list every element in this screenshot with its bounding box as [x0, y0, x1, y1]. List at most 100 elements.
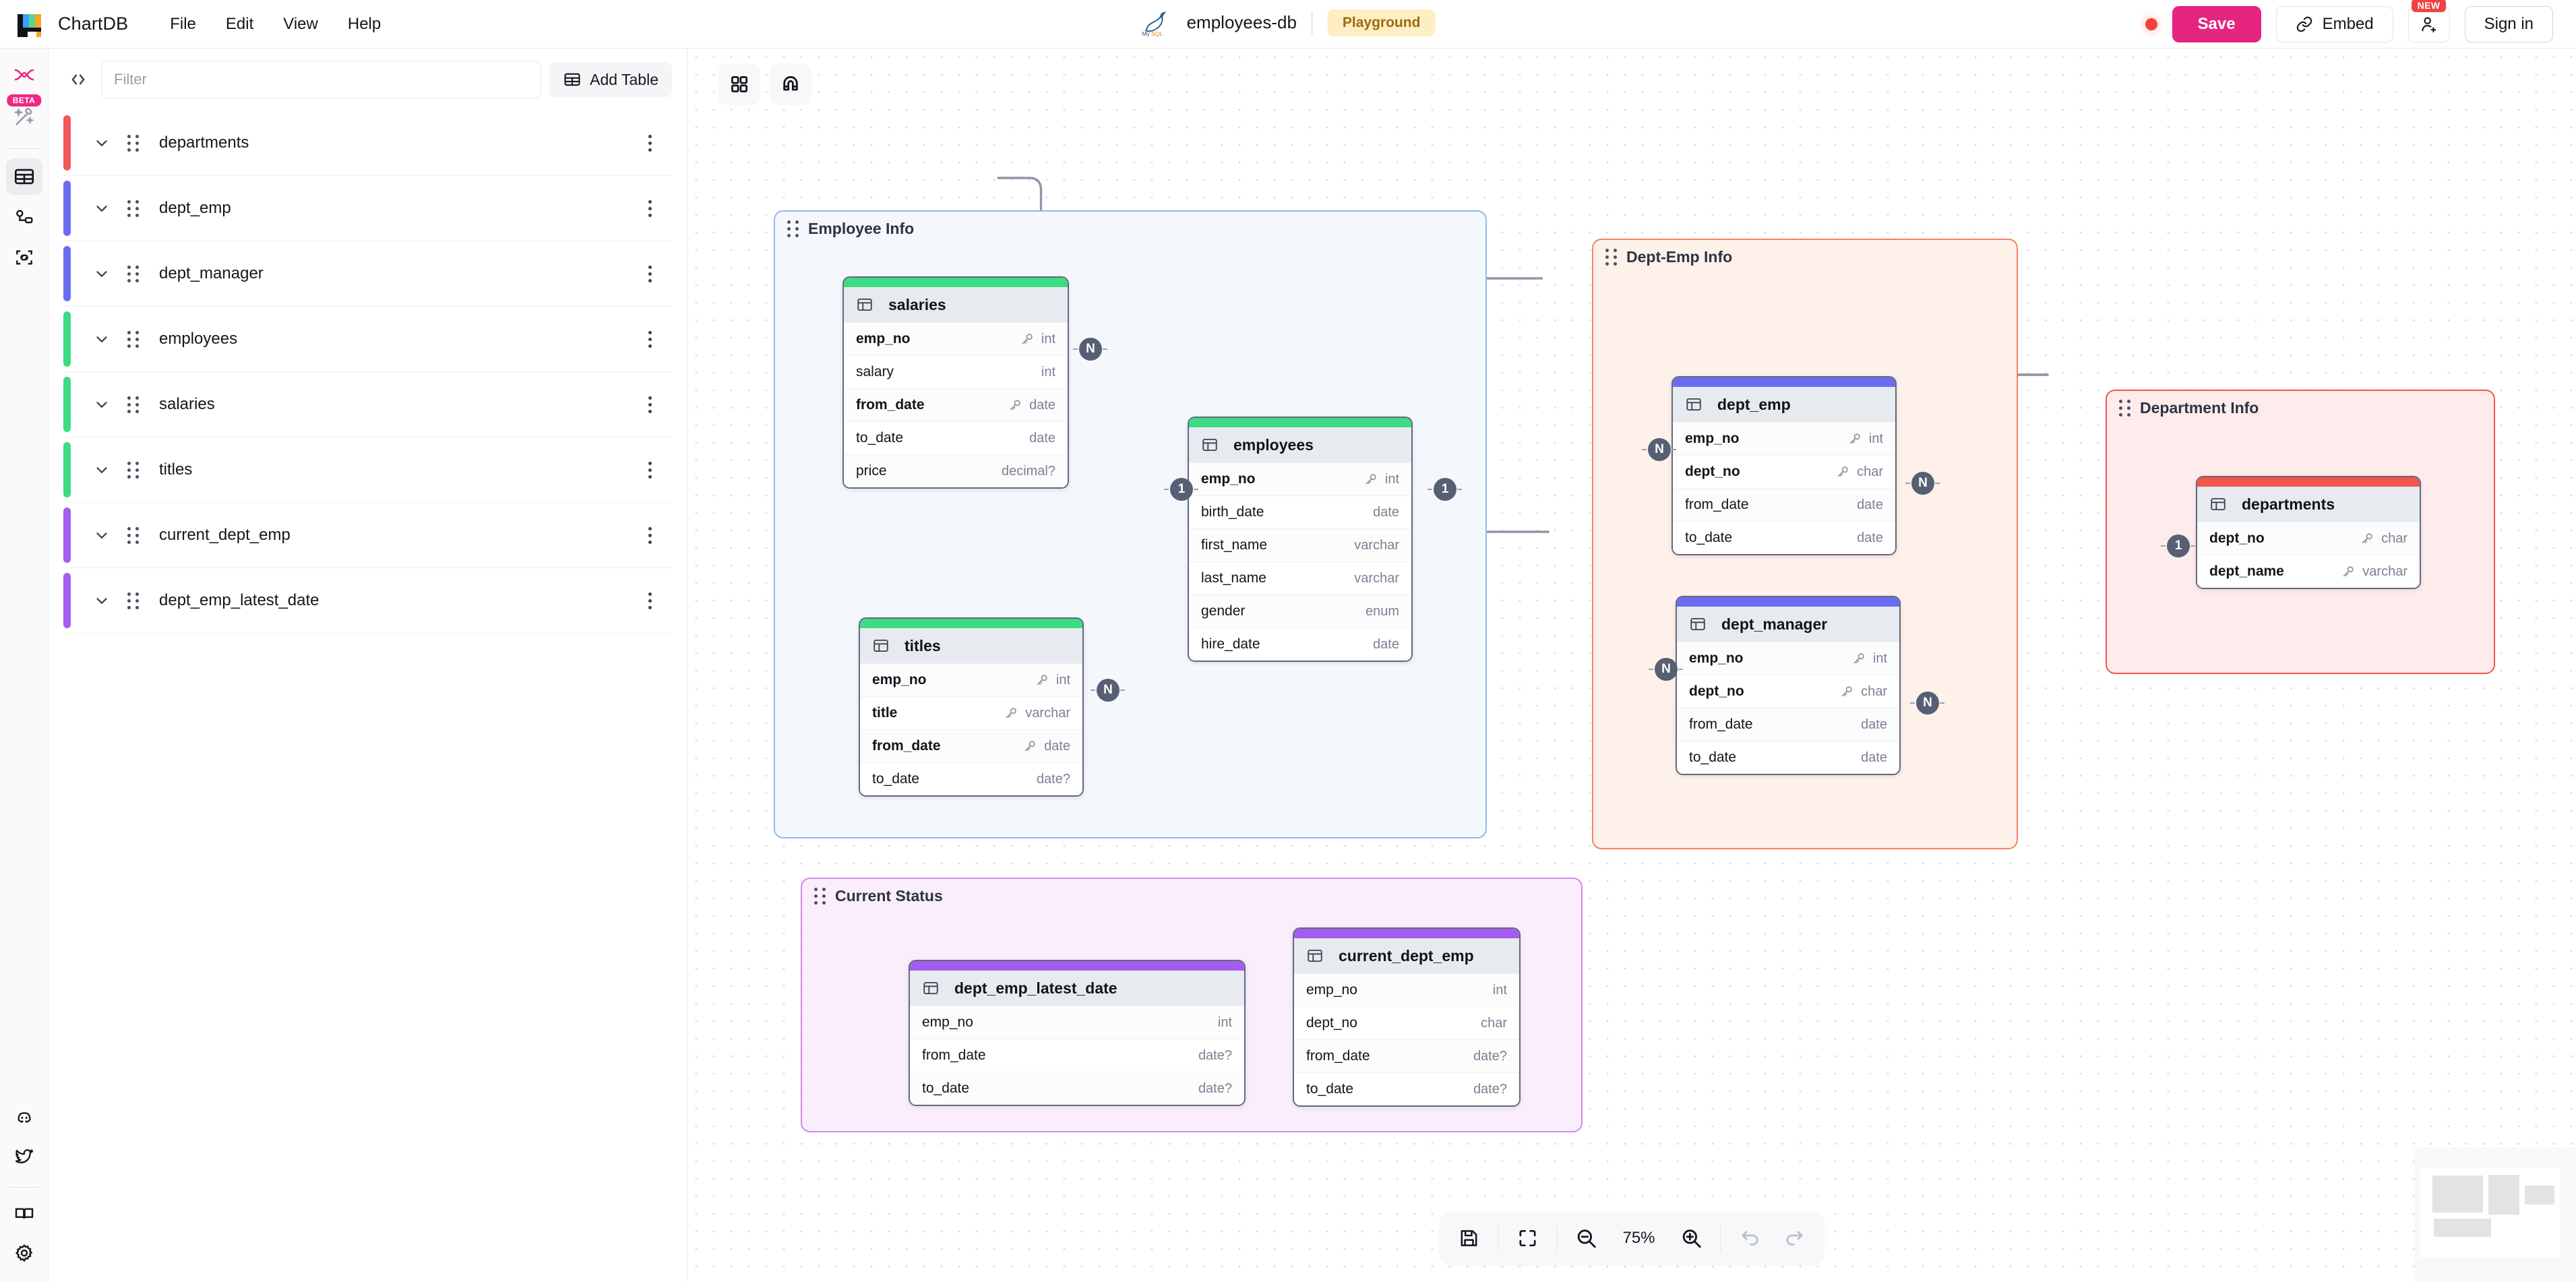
group-drag-handle-icon[interactable]	[2119, 400, 2130, 417]
add-table-button[interactable]: Add Table	[549, 62, 672, 97]
zoom-level-label[interactable]: 75%	[1622, 1229, 1655, 1247]
minimap[interactable]	[2414, 1147, 2576, 1282]
table-more-options-icon[interactable]	[638, 265, 661, 282]
table-more-options-icon[interactable]	[638, 592, 661, 609]
table-node-header[interactable]: dept_emp	[1673, 387, 1895, 422]
table-list-item[interactable]: dept_emp	[63, 176, 672, 241]
table-node-header[interactable]: titles	[860, 628, 1082, 663]
menu-item-file[interactable]: File	[170, 14, 196, 33]
chevron-down-icon[interactable]	[90, 461, 113, 479]
group-drag-handle-icon[interactable]	[814, 888, 826, 905]
save-diagram-button[interactable]	[1448, 1219, 1490, 1258]
rail-item-magic-wand[interactable]: BETA	[6, 94, 42, 135]
group-drag-handle-icon[interactable]	[1605, 249, 1617, 266]
table-list-item[interactable]: dept_manager	[63, 241, 672, 307]
zoom-out-button[interactable]	[1566, 1219, 1607, 1258]
fit-to-screen-button[interactable]	[1507, 1219, 1549, 1258]
drag-handle-icon[interactable]	[124, 461, 142, 479]
table-node-header[interactable]: departments	[2197, 487, 2420, 522]
drag-handle-icon[interactable]	[124, 330, 142, 348]
filter-input[interactable]	[101, 61, 542, 98]
table-more-options-icon[interactable]	[638, 134, 661, 152]
menu-item-help[interactable]: Help	[347, 14, 381, 33]
chevron-down-icon[interactable]	[90, 592, 113, 609]
chevron-down-icon[interactable]	[90, 526, 113, 544]
table-node-header[interactable]: salaries	[844, 287, 1068, 322]
chevron-down-icon[interactable]	[90, 396, 113, 413]
drag-handle-icon[interactable]	[124, 396, 142, 413]
group-drag-handle-icon[interactable]	[787, 220, 799, 237]
sign-in-button[interactable]: Sign in	[2464, 5, 2553, 42]
table-node-header[interactable]: dept_emp_latest_date	[910, 971, 1244, 1006]
layout-grid-button[interactable]	[718, 63, 760, 105]
table-more-options-icon[interactable]	[638, 526, 661, 544]
menu-item-edit[interactable]: Edit	[225, 14, 254, 33]
table-more-options-icon[interactable]	[638, 330, 661, 348]
drag-handle-icon[interactable]	[124, 265, 142, 282]
diagram-name[interactable]: employees-db	[1186, 12, 1297, 32]
logo-group[interactable]: ChartDB	[0, 11, 128, 37]
table-list-item[interactable]: dept_emp_latest_date	[63, 568, 672, 634]
table-list-item[interactable]: current_dept_emp	[63, 503, 672, 568]
rail-item-relationships[interactable]	[6, 199, 42, 235]
table-more-options-icon[interactable]	[638, 396, 661, 413]
save-button[interactable]: Save	[2172, 5, 2261, 42]
drag-handle-icon[interactable]	[124, 526, 142, 544]
rail-item-twitter[interactable]	[6, 1138, 42, 1175]
table-more-options-icon[interactable]	[638, 200, 661, 217]
table-list-item[interactable]: titles	[63, 437, 672, 503]
chevron-down-icon[interactable]	[90, 265, 113, 282]
code-view-toggle[interactable]	[63, 65, 93, 94]
redo-button[interactable]	[1774, 1219, 1816, 1258]
rail-item-tables[interactable]	[5, 158, 42, 195]
chevron-down-icon[interactable]	[90, 134, 113, 152]
rail-item-dependencies[interactable]	[6, 239, 42, 276]
rail-item-chartdb-ai[interactable]	[6, 58, 42, 94]
rail-item-discord[interactable]	[6, 1099, 42, 1136]
embed-button[interactable]: Embed	[2275, 5, 2393, 42]
table-list-item[interactable]: employees	[63, 307, 672, 372]
menu-item-view[interactable]: View	[283, 14, 318, 33]
drag-handle-icon[interactable]	[124, 592, 142, 609]
magnet-snap-button[interactable]	[770, 63, 811, 105]
drag-handle-icon[interactable]	[124, 200, 142, 217]
chevron-down-icon[interactable]	[90, 330, 113, 348]
